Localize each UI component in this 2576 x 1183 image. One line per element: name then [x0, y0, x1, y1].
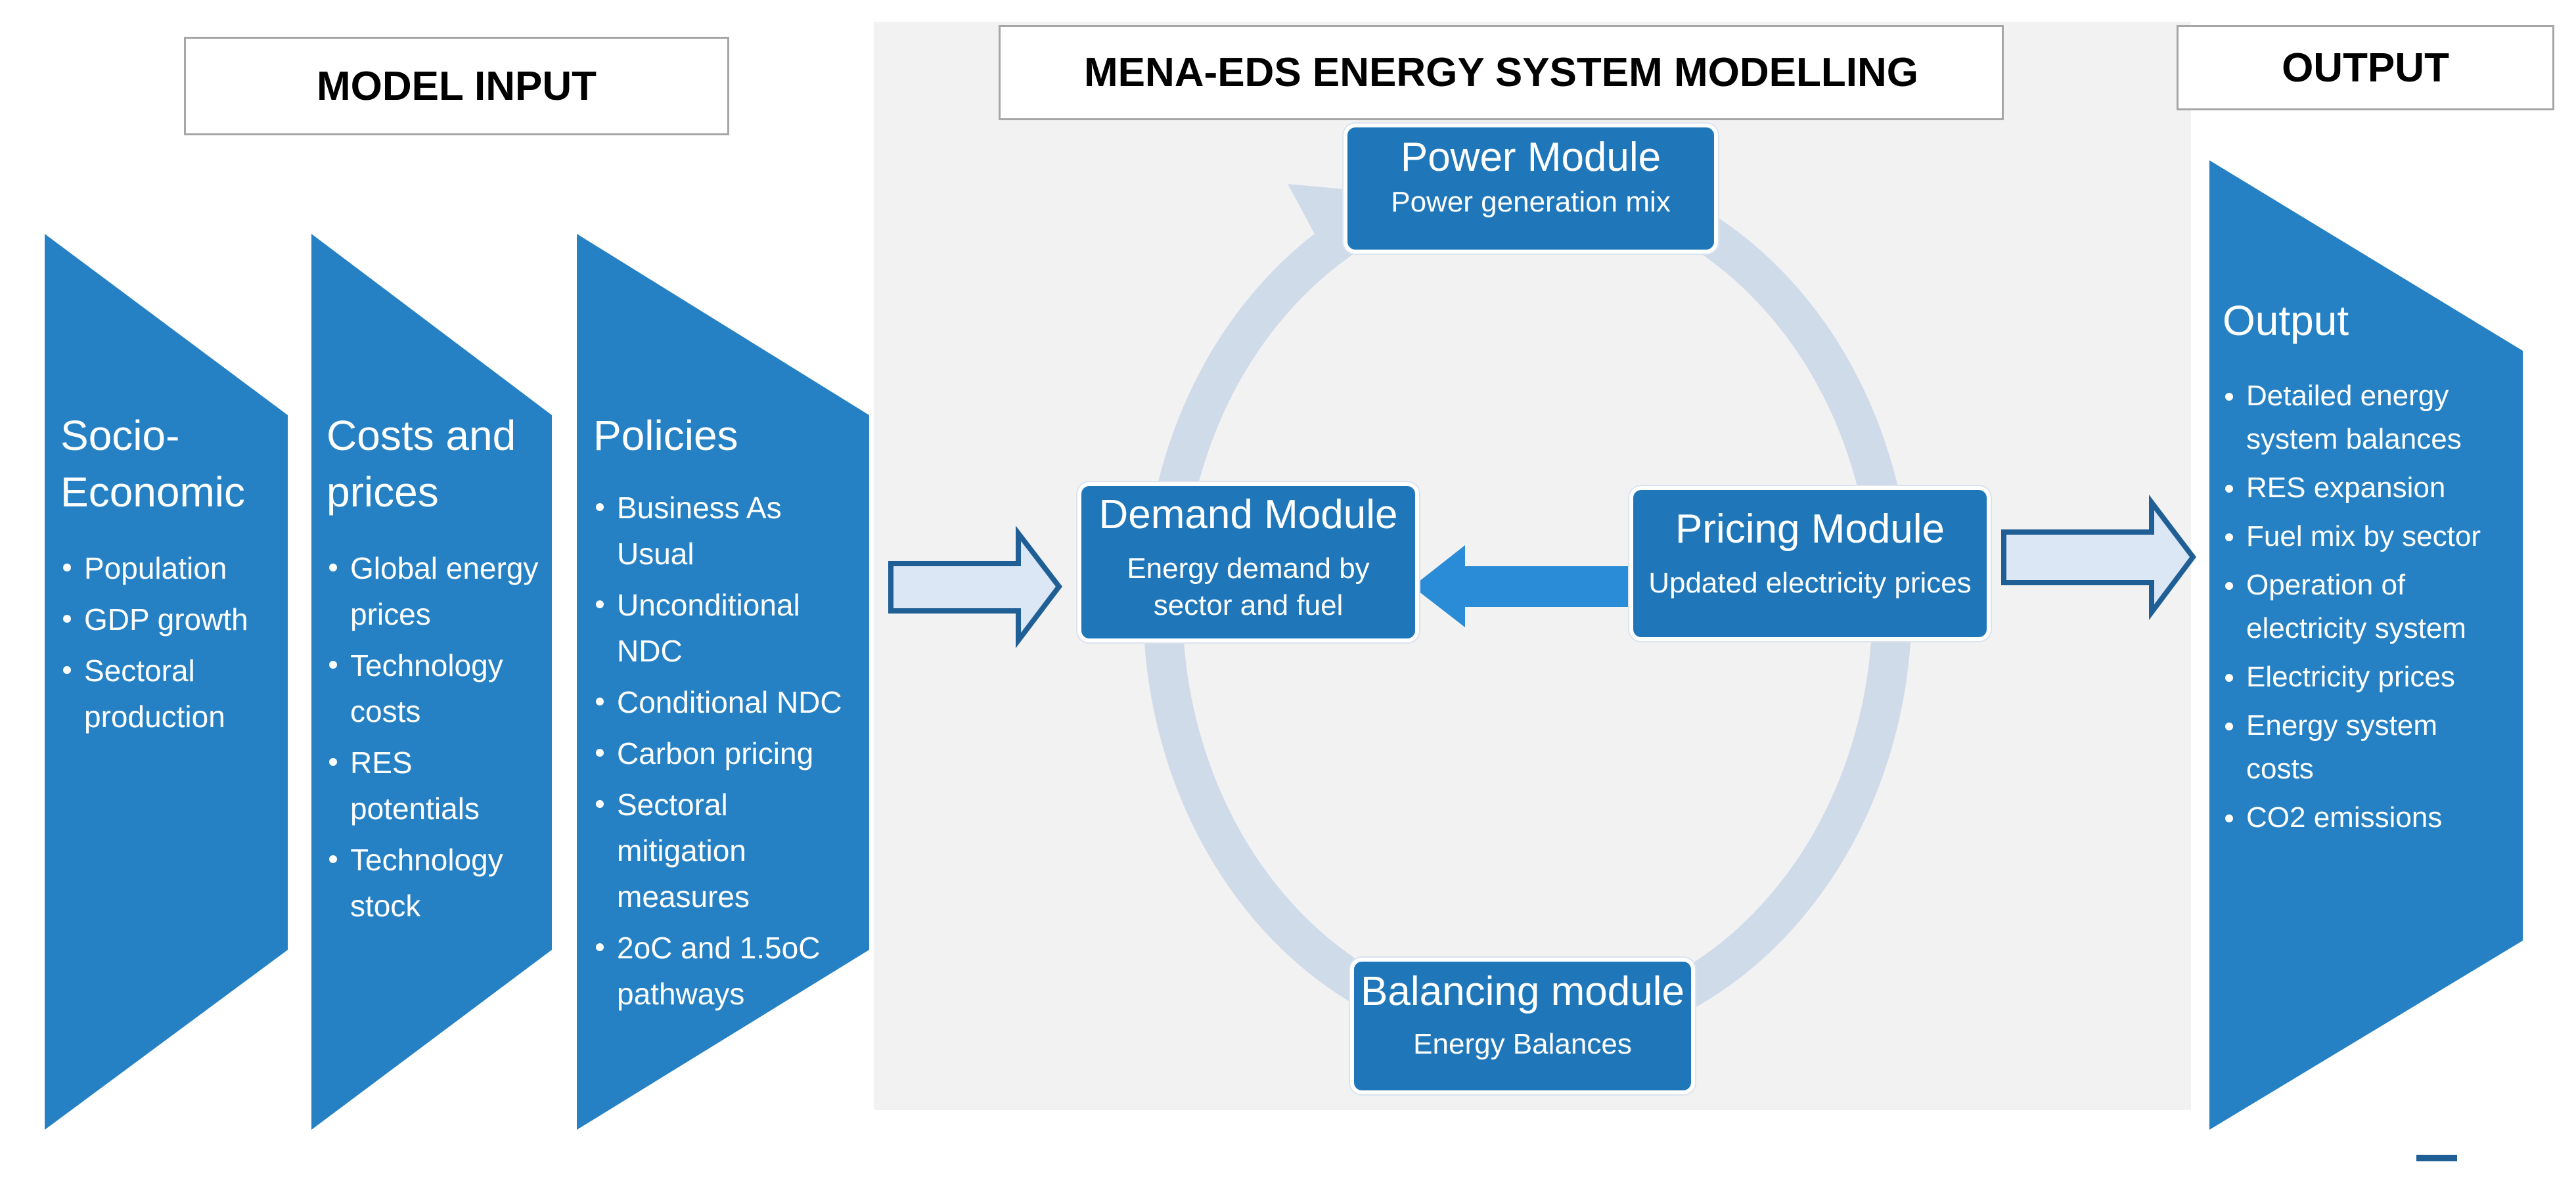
balancing-module-subtitle: Energy Balances [1413, 1028, 1632, 1060]
balancing-module-title: Balancing module [1361, 969, 1684, 1014]
socio-economic-title-line1: Socio- [60, 412, 180, 459]
list-item: Operation of electricity system [2223, 564, 2505, 650]
policies-title-line1: Policies [593, 412, 738, 459]
list-item: Sectoral production [60, 648, 277, 740]
input-block-arrow [888, 525, 1063, 648]
list-item: Unconditional NDC [593, 582, 856, 674]
output-block-arrow [2001, 495, 2197, 620]
chevron-policies [577, 234, 869, 1130]
demand-module: Demand Module Energy demand by sector an… [1077, 482, 1419, 642]
pricing-module-subtitle: Updated electricity prices [1648, 567, 1972, 599]
list-item: 2oC and 1.5oC pathways [593, 925, 856, 1017]
list-item: Sectoral mitigation measures [593, 782, 856, 920]
list-item: Electricity prices [2223, 656, 2505, 699]
list-item: RES expansion [2223, 466, 2505, 510]
list-item: Carbon pricing [593, 730, 856, 776]
output-title: Output [2223, 297, 2349, 344]
model-input-header: MODEL INPUT [184, 37, 729, 135]
list-item: GDP growth [60, 596, 277, 642]
list-item: Technology costs [327, 642, 543, 734]
list-item: Conditional NDC [593, 679, 856, 725]
chevron-output [2209, 160, 2523, 1130]
list-item: Global energy prices [327, 545, 543, 637]
pricing-module-title: Pricing Module [1675, 506, 1945, 552]
model-input-header-label: MODEL INPUT [317, 63, 597, 109]
list-item: CO2 emissions [2223, 796, 2505, 839]
list-item: Energy system costs [2223, 704, 2505, 791]
list-item: Business As Usual [593, 485, 856, 577]
socio-economic-list: Population GDP growth Sectoral productio… [60, 545, 277, 745]
policies-title: Policies [593, 407, 738, 464]
chevron-costs-prices [311, 234, 552, 1130]
costs-prices-title: Costs and prices [327, 407, 516, 520]
policies-list: Business As Usual Unconditional NDC Cond… [593, 485, 856, 1022]
list-item: Detailed energy system balances [2223, 374, 2505, 461]
output-header: OUTPUT [2177, 25, 2554, 110]
list-item: Population [60, 545, 277, 591]
power-module: Power Module Power generation mix [1344, 123, 1718, 254]
modelling-header: MENA-EDS ENERGY SYSTEM MODELLING [999, 25, 2004, 120]
power-module-subtitle: Power generation mix [1391, 186, 1671, 218]
power-module-title: Power Module [1400, 135, 1661, 180]
chevron-socio-economic [45, 234, 288, 1130]
output-list: Detailed energy system balances RES expa… [2223, 374, 2505, 845]
list-item: RES potentials [327, 740, 543, 832]
list-item: Technology stock [327, 837, 543, 929]
list-item: Fuel mix by sector [2223, 515, 2505, 558]
demand-module-title: Demand Module [1098, 492, 1398, 537]
socio-economic-title-line2: Economic [60, 468, 245, 516]
pricing-to-demand-arrow [1412, 545, 1633, 627]
modelling-header-label: MENA-EDS ENERGY SYSTEM MODELLING [1084, 50, 1918, 95]
balancing-module: Balancing module Energy Balances [1350, 958, 1695, 1094]
pricing-module: Pricing Module Updated electricity price… [1629, 486, 1991, 641]
demand-module-subtitle-line2: sector and fuel [1153, 589, 1344, 621]
corner-dash-mark [2416, 1155, 2457, 1161]
demand-module-subtitle-line1: Energy demand by [1127, 552, 1370, 585]
costs-prices-title-line1: Costs and [327, 412, 516, 459]
costs-prices-list: Global energy prices Technology costs RE… [327, 545, 543, 934]
socio-economic-title: Socio- Economic [60, 407, 245, 520]
costs-prices-title-line2: prices [327, 468, 439, 516]
output-header-label: OUTPUT [2282, 45, 2449, 91]
